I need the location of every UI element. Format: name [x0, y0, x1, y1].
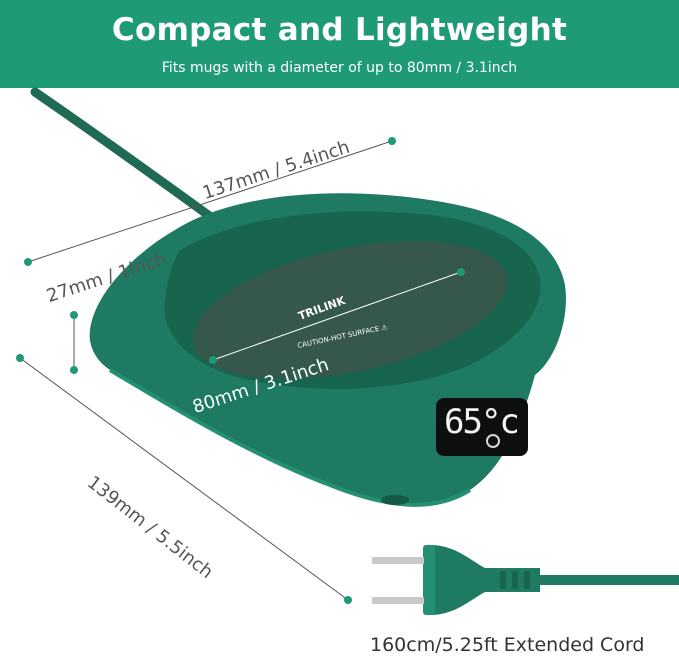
mug-warmer-body — [89, 193, 566, 507]
banner-subtitle: Fits mugs with a diameter of up to 80mm … — [161, 60, 518, 76]
cord-length-label: 160cm/5.25ft Extended Cord — [370, 634, 645, 656]
width-dimension-line — [27, 140, 393, 263]
power-plug-icon — [372, 545, 679, 615]
header-banner: Compact and Lightweight Fits mugs with a… — [0, 0, 679, 88]
temperature-readout: 65°c — [444, 402, 520, 442]
plate-dimension-line — [212, 271, 462, 361]
temperature-display: 65°c — [436, 398, 528, 456]
power-cord — [30, 87, 220, 225]
heating-plate — [192, 240, 508, 380]
depth-dimension-line — [19, 357, 349, 601]
banner-title: Compact and Lightweight — [111, 12, 568, 48]
power-button-icon — [486, 434, 500, 448]
